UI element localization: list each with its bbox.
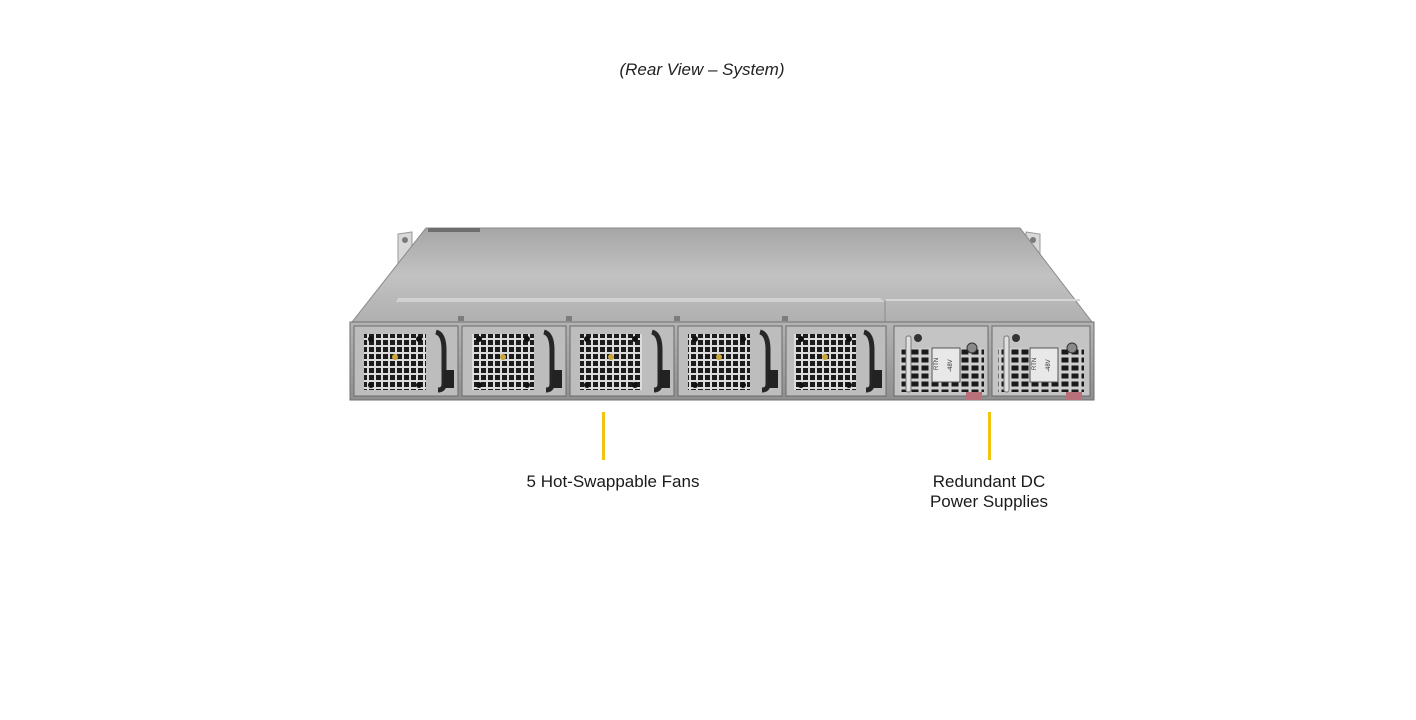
fan-module-1 [353, 325, 459, 397]
power-supply-2: RTN -48V [991, 325, 1091, 400]
fans-leader-line [602, 412, 605, 460]
rear-view-caption: (Rear View – System) [619, 60, 785, 79]
fan-module-4 [677, 325, 783, 397]
psu-release-tab [1066, 392, 1082, 400]
psu-callout-label: Redundant DC Power Supplies [929, 472, 1049, 511]
fan-module-2 [461, 325, 567, 397]
top-panel [350, 227, 1094, 323]
psu-leader-line [988, 412, 991, 460]
fan-module-5 [785, 325, 887, 397]
psu-terminal-label: RTN [1032, 358, 1038, 370]
psu-release-tab [966, 392, 982, 400]
fan-module-3 [569, 325, 675, 397]
psu-terminal-label: RTN [934, 358, 940, 370]
psu-terminal-label: -48V [1046, 359, 1052, 372]
power-supply-1: RTN -48V [893, 325, 989, 400]
server-chassis: RTN -48V RTN -48V [349, 227, 1095, 401]
fans-callout-label: 5 Hot-Swappable Fans [526, 472, 700, 491]
psu-terminal-label: -48V [948, 359, 954, 372]
